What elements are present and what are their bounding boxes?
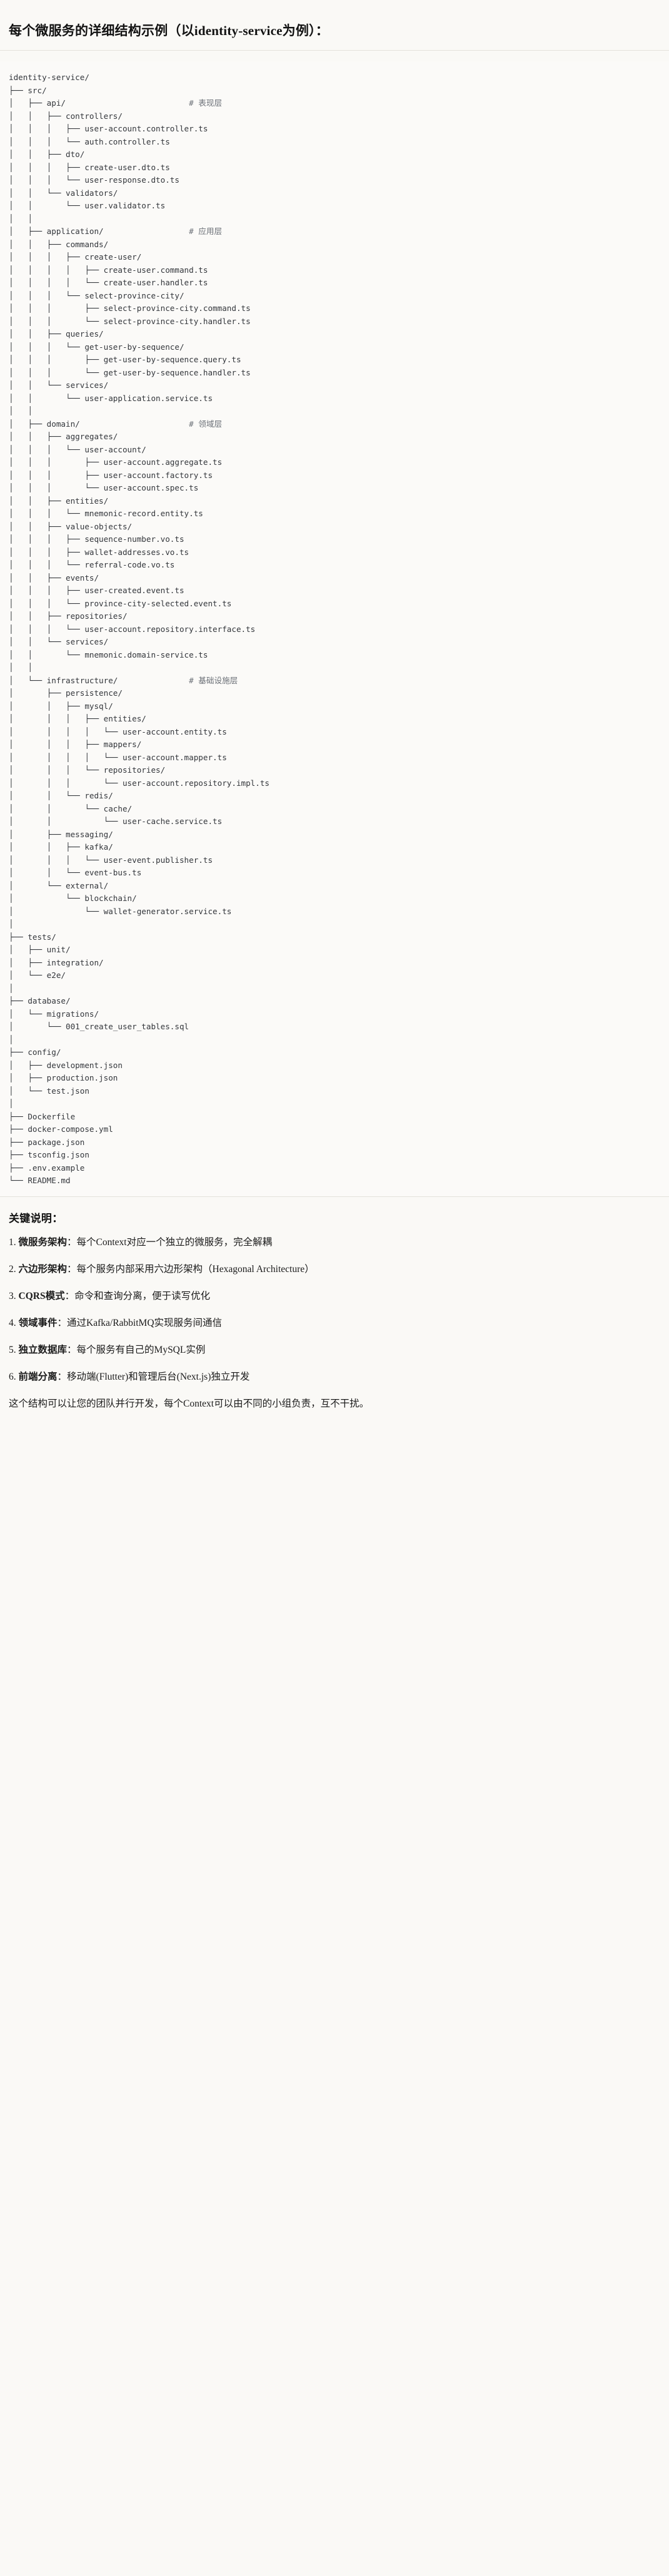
note-item: 4. 领域事件：通过Kafka/RabbitMQ实现服务间通信 [9,1316,660,1331]
tree-layer-comment: # 基础设施层 [189,675,238,685]
tree-layer-comment: # 应用层 [189,227,223,237]
note-item: 5. 独立数据库：每个服务有自己的MySQL实例 [9,1343,660,1358]
note-number: 3. [9,1290,16,1301]
note-item: 6. 前端分离：移动端(Flutter)和管理后台(Next.js)独立开发 [9,1370,660,1385]
note-key: 前端分离 [18,1371,58,1382]
note-colon: ： [67,1263,77,1275]
note-colon: ： [67,1236,77,1248]
closing-paragraph: 这个结构可以让您的团队并行开发，每个Context可以由不同的小组负责，互不干扰… [9,1398,370,1409]
page-title: 每个微服务的详细结构示例（以identity-service为例）： [0,11,669,51]
note-number: 5. [9,1344,16,1355]
note-number: 1. [9,1236,16,1248]
note-body: 通过Kafka/RabbitMQ实现服务间通信 [67,1317,223,1328]
note-key: 六边形架构 [18,1263,68,1275]
tree-layer-comment: # 表现层 [189,98,223,108]
document-page: 每个微服务的详细结构示例（以identity-service为例）： ident… [0,11,669,1430]
note-key: 微服务架构 [18,1236,68,1248]
note-item: 3. CQRS模式：命令和查询分离，便于读写优化 [9,1289,660,1304]
note-body: 移动端(Flutter)和管理后台(Next.js)独立开发 [67,1371,250,1382]
key-notes-title: 关键说明： [9,1212,63,1224]
note-colon: ： [67,1344,77,1355]
note-key: CQRS模式 [18,1290,65,1301]
note-body: 每个服务内部采用六边形架构（Hexagonal Architecture） [76,1263,314,1275]
note-number: 6. [9,1371,16,1382]
note-colon: ： [57,1371,68,1382]
note-key: 独立数据库 [18,1344,68,1355]
note-colon: ： [64,1290,75,1301]
directory-tree: identity-service/ ├── src/ │ ├── api/ # … [9,73,270,1186]
note-number: 4. [9,1317,16,1328]
note-key: 领域事件 [18,1317,58,1328]
note-item: 2. 六边形架构：每个服务内部采用六边形架构（Hexagonal Archite… [9,1262,660,1277]
note-colon: ： [57,1317,68,1328]
directory-tree-block: identity-service/ ├── src/ │ ├── api/ # … [0,61,669,1197]
note-body: 每个服务有自己的MySQL实例 [76,1344,206,1355]
note-body: 每个Context对应一个独立的微服务，完全解耦 [76,1236,273,1248]
key-notes-section: 关键说明： 1. 微服务架构：每个Context对应一个独立的微服务，完全解耦 … [0,1196,669,1430]
note-number: 2. [9,1263,16,1275]
note-item: 1. 微服务架构：每个Context对应一个独立的微服务，完全解耦 [9,1235,660,1250]
note-body: 命令和查询分离，便于读写优化 [74,1290,211,1301]
tree-layer-comment: # 领域层 [189,419,223,429]
